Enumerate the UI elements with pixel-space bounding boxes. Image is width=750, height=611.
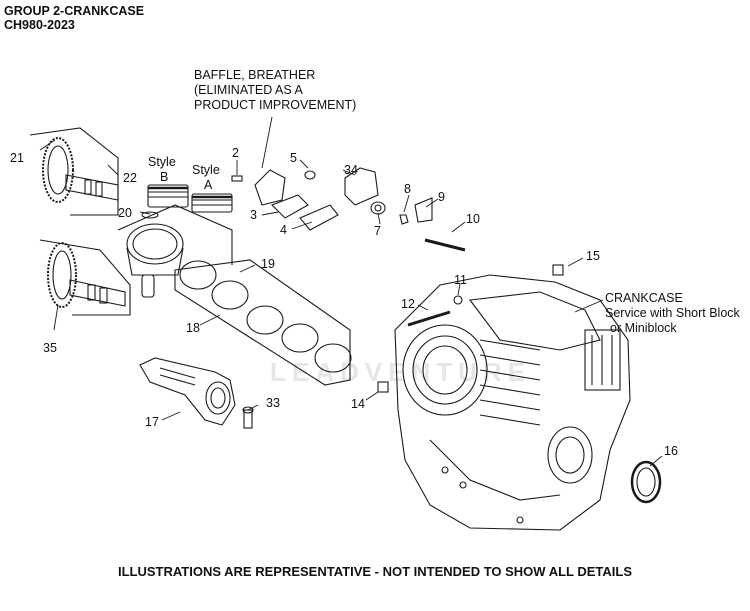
part-number-8: 8 [404, 182, 411, 196]
part-number-7: 7 [374, 224, 381, 238]
rod-bolt-33 [242, 406, 254, 429]
breather-parts [231, 167, 564, 393]
piston-main [117, 204, 233, 298]
part-number-11: 11 [454, 273, 467, 287]
crankcase-block [394, 274, 631, 531]
part-number-17: 17 [145, 415, 159, 429]
baffle-label-line2: (ELIMINATED AS A [194, 83, 303, 97]
crankcase-line3: or Miniblock [610, 321, 677, 335]
style-b-letter: B [160, 170, 169, 184]
part-number-14: 14 [351, 397, 365, 411]
model-code: CH980-2023 [4, 18, 75, 32]
baffle-label-line1: BAFFLE, BREATHER [194, 68, 316, 82]
part-number-12: 12 [401, 297, 415, 311]
part-number-16: 16 [664, 444, 678, 458]
watermark: LEADVENTURE [270, 357, 532, 387]
disclaimer-footer: ILLUSTRATIONS ARE REPRESENTATIVE - NOT I… [118, 564, 632, 579]
camshaft-gear-21 [29, 127, 119, 216]
crankcase-line2: Service with Short Block [605, 306, 740, 320]
style-b-word: Style [148, 155, 176, 169]
part-number-15: 15 [586, 249, 600, 263]
camshaft-gear-35 [39, 239, 131, 316]
piston-rings [174, 259, 352, 386]
part-number-33: 33 [266, 396, 280, 410]
part-number-22: 22 [123, 171, 137, 185]
connecting-rod [139, 357, 236, 426]
group-title: GROUP 2-CRANKCASE [4, 4, 145, 18]
style-a-word: Style [192, 163, 220, 177]
part-number-21: 21 [10, 151, 24, 165]
part-number-4: 4 [280, 223, 287, 237]
part-number-19: 19 [261, 257, 275, 271]
piston-style-a [191, 193, 233, 213]
part-number-2: 2 [232, 146, 239, 160]
baffle-label-line3: PRODUCT IMPROVEMENT) [194, 98, 357, 112]
part-number-20: 20 [118, 206, 132, 220]
piston-style-b [147, 184, 189, 208]
part-number-10: 10 [466, 212, 480, 226]
part-number-3: 3 [250, 208, 257, 222]
part-number-9: 9 [438, 190, 445, 204]
part-number-18: 18 [186, 321, 200, 335]
part-number-34: 34 [344, 163, 358, 177]
part-number-35: 35 [43, 341, 57, 355]
oil-seal-16 [630, 460, 662, 504]
crankcase-title: CRANKCASE [605, 291, 683, 305]
style-a-letter: A [204, 178, 213, 192]
part-number-5: 5 [290, 151, 297, 165]
